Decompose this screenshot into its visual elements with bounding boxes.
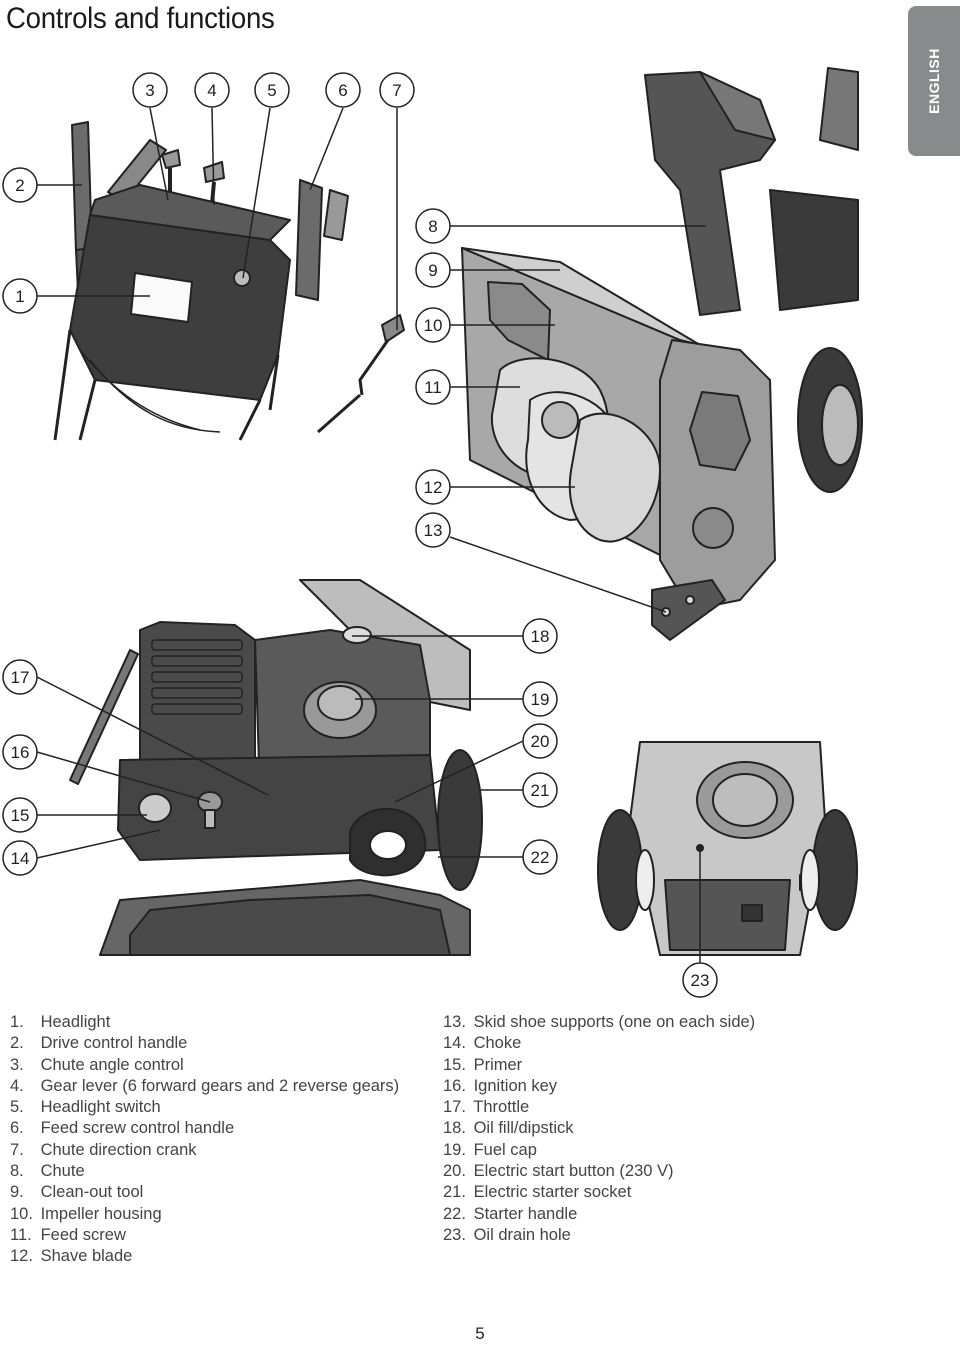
- legend-item: 6. Feed screw control handle: [10, 1119, 235, 1138]
- svg-text:3: 3: [145, 81, 154, 100]
- svg-text:7: 7: [392, 81, 401, 100]
- svg-text:12: 12: [424, 478, 443, 497]
- callout-1: 1: [2, 278, 38, 314]
- callout-14: 14: [2, 840, 38, 876]
- legend-item: 2. Drive control handle: [10, 1034, 188, 1053]
- svg-text:21: 21: [531, 781, 550, 800]
- svg-text:18: 18: [531, 627, 550, 646]
- svg-text:5: 5: [267, 81, 276, 100]
- callout-18: 18: [522, 618, 558, 654]
- legend-item: 20. Electric start button (230 V): [443, 1162, 674, 1181]
- callout-11: 11: [415, 369, 451, 405]
- callout-21: 21: [522, 772, 558, 808]
- svg-text:22: 22: [531, 848, 550, 867]
- callout-20: 20: [522, 723, 558, 759]
- svg-text:20: 20: [531, 732, 550, 751]
- legend-item: 16. Ignition key: [443, 1076, 558, 1095]
- underside-illustration: [597, 741, 860, 956]
- svg-text:10: 10: [424, 316, 443, 335]
- svg-text:4: 4: [207, 81, 216, 100]
- callout-3: 3: [132, 72, 168, 108]
- controls-illustration: 1 2 3 4 5 6 7 8 9 10 11 12 13 14 15 16 1…: [2, 67, 863, 998]
- callout-10: 10: [415, 307, 451, 343]
- svg-text:13: 13: [424, 521, 443, 540]
- legend-item: 14. Choke: [443, 1034, 522, 1053]
- language-tab: ENGLISH: [908, 6, 960, 156]
- legend-item: 13. Skid shoe supports (one on each side…: [443, 1013, 756, 1031]
- svg-text:1: 1: [15, 287, 24, 306]
- legend-item: 22. Starter handle: [443, 1204, 578, 1223]
- svg-text:16: 16: [11, 743, 30, 762]
- page-number: 5: [475, 1324, 485, 1343]
- legend-item: 3. Chute angle control: [10, 1055, 184, 1074]
- svg-text:11: 11: [424, 378, 442, 397]
- svg-text:9: 9: [428, 261, 437, 280]
- legend-item: 21. Electric starter socket: [443, 1183, 632, 1202]
- legend-item: 19. Fuel cap: [443, 1140, 537, 1159]
- legend-item: 7. Chute direction crank: [10, 1140, 197, 1159]
- legend-item: 10. Impeller housing: [10, 1204, 162, 1223]
- legend-item: 23. Oil drain hole: [443, 1225, 571, 1244]
- legend-item: 11. Feed screw: [10, 1225, 126, 1244]
- callout-4: 4: [194, 72, 230, 108]
- svg-text:6: 6: [338, 81, 347, 100]
- callout-19: 19: [522, 681, 558, 717]
- callout-5: 5: [254, 72, 290, 108]
- legend-item: 9. Clean-out tool: [10, 1183, 144, 1202]
- legend-item: 8. Chute: [10, 1162, 85, 1181]
- callout-17: 17: [2, 659, 38, 695]
- legend-item: 1. Headlight: [10, 1013, 111, 1031]
- legend-right: 13. Skid shoe supports (one on each side…: [443, 1012, 755, 1246]
- legend-item: 12. Shave blade: [10, 1247, 133, 1266]
- callout-23: 23: [682, 962, 718, 998]
- callout-2: 2: [2, 167, 38, 203]
- callout-7: 7: [379, 72, 415, 108]
- callout-16: 16: [2, 734, 38, 770]
- callout-8: 8: [415, 208, 451, 244]
- svg-text:17: 17: [11, 668, 30, 687]
- svg-text:2: 2: [15, 176, 24, 195]
- svg-text:23: 23: [691, 971, 710, 990]
- legend-item: 17. Throttle: [443, 1098, 530, 1117]
- legend-item: 4. Gear lever (6 forward gears and 2 rev…: [10, 1076, 400, 1095]
- legend-item: 18. Oil fill/dipstick: [443, 1119, 574, 1138]
- callout-13: 13: [415, 512, 451, 548]
- control-panel-illustration: [53, 121, 405, 441]
- callout-6: 6: [325, 72, 361, 108]
- svg-text:15: 15: [11, 806, 30, 825]
- callout-15: 15: [2, 797, 38, 833]
- svg-text:8: 8: [428, 217, 437, 236]
- svg-text:19: 19: [531, 690, 550, 709]
- legend-item: 15. Primer: [443, 1055, 523, 1074]
- callout-12: 12: [415, 469, 451, 505]
- svg-text:14: 14: [11, 849, 30, 868]
- page-title: Controls and functions: [6, 2, 275, 35]
- legend-item: 5. Headlight switch: [10, 1098, 161, 1117]
- callout-9: 9: [415, 252, 451, 288]
- legend-left: 1. Headlight 2. Drive control handle 3. …: [10, 1012, 399, 1268]
- auger-housing-illustration: [461, 67, 863, 641]
- engine-illustration: [69, 579, 483, 956]
- callout-22: 22: [522, 839, 558, 875]
